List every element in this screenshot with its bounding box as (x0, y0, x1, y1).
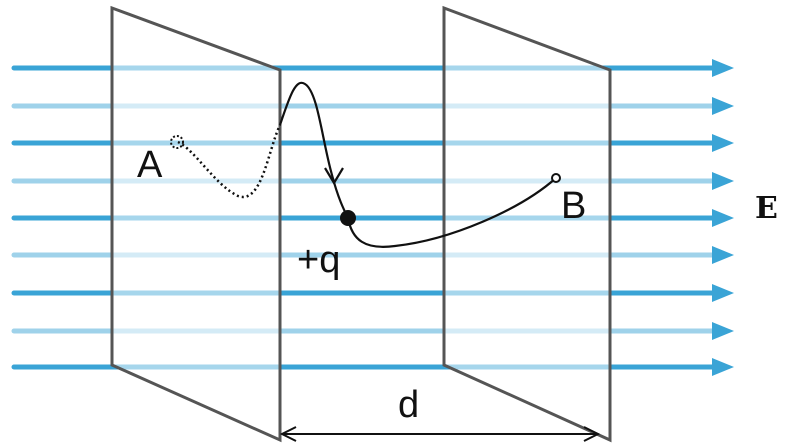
arrow-right-icon (712, 322, 734, 340)
separation-label: d (398, 384, 419, 426)
path-dotted-segment (177, 124, 282, 199)
arrow-right-icon (712, 284, 734, 302)
arrow-right-icon (712, 209, 734, 227)
point-a-label: A (137, 144, 163, 186)
left-plate (110, 5, 282, 443)
point-b-label: B (561, 185, 586, 227)
path-direction-arrow-icon (324, 167, 344, 186)
arrow-right-icon (712, 59, 734, 77)
arrow-right-icon (712, 246, 734, 264)
path-to-b-segment (346, 177, 557, 248)
charge-label: +q (297, 239, 340, 281)
separation-dimension (279, 426, 601, 442)
arrow-right-icon (712, 172, 734, 190)
right-plate (442, 5, 612, 443)
filled-circle-icon (340, 210, 356, 226)
arrow-right-icon (712, 97, 734, 115)
field-label: E (755, 191, 778, 226)
path-solid-segment (278, 81, 349, 219)
arrow-right-icon (712, 134, 734, 152)
dotted-circle-icon (170, 135, 184, 149)
arrow-right-icon (712, 358, 734, 376)
open-circle-icon (551, 173, 561, 183)
